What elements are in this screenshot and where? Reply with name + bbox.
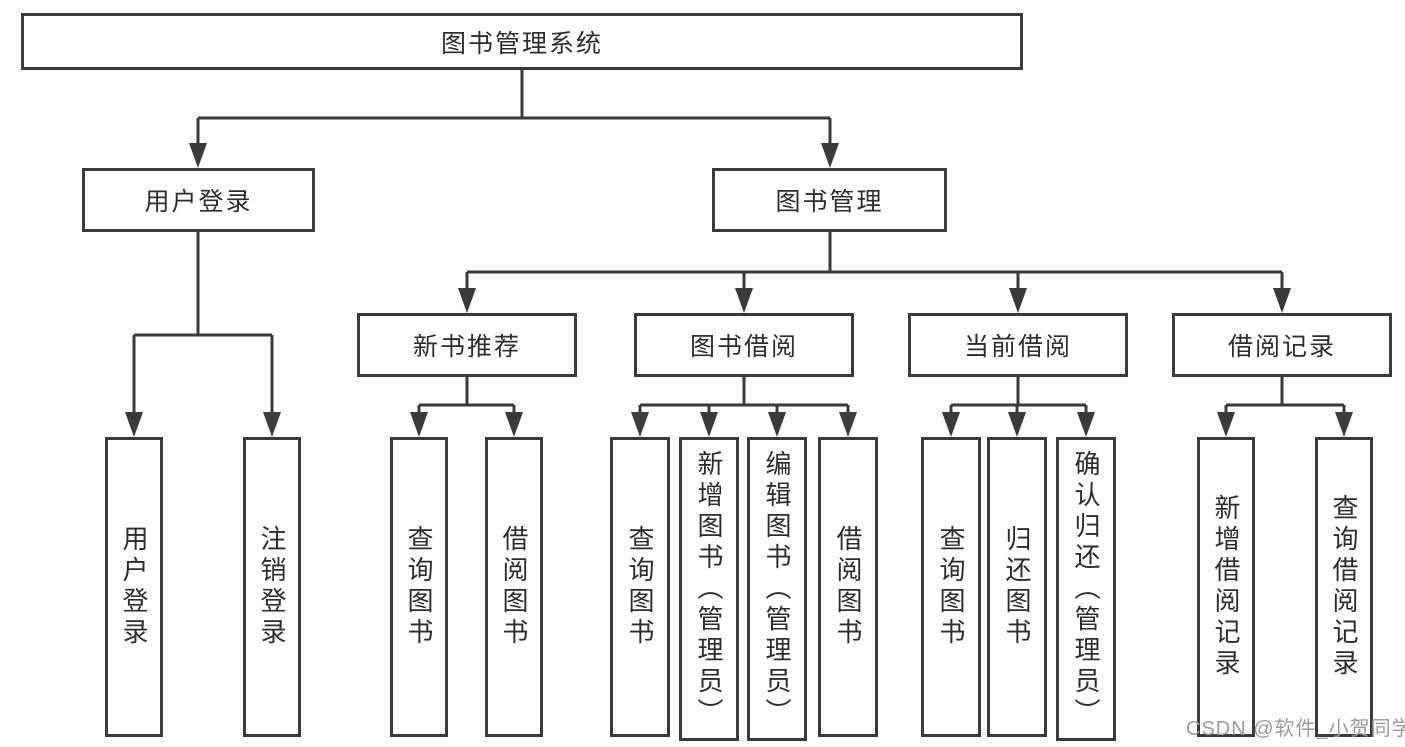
- connector-line: [465, 232, 1284, 293]
- leaf-query-books-borrow: 查询图书: [610, 437, 670, 737]
- leaf-return-books: 归还图书: [987, 437, 1047, 737]
- node-root-system: 图书管理系统: [21, 13, 1023, 70]
- node-new-book-recommend: 新书推荐: [357, 313, 577, 377]
- arrowhead-icon: [768, 412, 786, 437]
- connector-line: [638, 377, 850, 416]
- leaf-edit-books-admin: 编辑图书（管理员）: [747, 437, 807, 741]
- node-user-login: 用户登录: [82, 168, 315, 232]
- leaf-borrow-books: 借阅图书: [818, 437, 878, 737]
- leaf-confirm-return-admin: 确认归还（管理员）: [1056, 437, 1116, 741]
- leaf-query-borrow-record: 查询借阅记录: [1315, 437, 1373, 737]
- leaf-borrow-books-newbook: 借阅图书: [485, 437, 543, 737]
- arrowhead-icon: [263, 412, 281, 437]
- arrowhead-icon: [821, 143, 839, 168]
- leaf-add-books-admin: 新增图书（管理员）: [679, 437, 739, 741]
- arrowhead-icon: [1077, 412, 1095, 437]
- arrowhead-icon: [942, 412, 960, 437]
- node-book-borrowing: 图书借阅: [634, 313, 854, 377]
- leaf-add-borrow-record: 新增借阅记录: [1197, 437, 1255, 737]
- node-book-management: 图书管理: [712, 168, 947, 232]
- arrowhead-icon: [839, 412, 857, 437]
- watermark: CSDN @软件_小贺同学: [1186, 718, 1405, 740]
- arrowhead-icon: [735, 288, 753, 313]
- leaf-logout: 注销登录: [243, 437, 301, 737]
- connector-line: [132, 232, 274, 418]
- node-current-borrowing: 当前借阅: [908, 313, 1128, 377]
- arrowhead-icon: [1273, 288, 1291, 313]
- leaf-query-books-newbook: 查询图书: [390, 437, 448, 737]
- connector-line: [196, 70, 832, 148]
- arrowhead-icon: [700, 412, 718, 437]
- leaf-user-login: 用户登录: [105, 437, 163, 737]
- arrowhead-icon: [458, 288, 476, 313]
- connector-line: [949, 377, 1088, 416]
- connector-line: [417, 377, 516, 416]
- arrowhead-icon: [1008, 412, 1026, 437]
- node-borrowing-records: 借阅记录: [1172, 313, 1392, 377]
- arrowhead-icon: [1009, 288, 1027, 313]
- arrowhead-icon: [189, 143, 207, 168]
- arrowhead-icon: [505, 412, 523, 437]
- leaf-query-books-current: 查询图书: [921, 437, 981, 737]
- arrowhead-icon: [1335, 412, 1353, 437]
- arrowhead-icon: [631, 412, 649, 437]
- connector-line: [1224, 377, 1346, 416]
- arrowhead-icon: [410, 412, 428, 437]
- arrowhead-icon: [1217, 412, 1235, 437]
- arrowhead-icon: [125, 412, 143, 437]
